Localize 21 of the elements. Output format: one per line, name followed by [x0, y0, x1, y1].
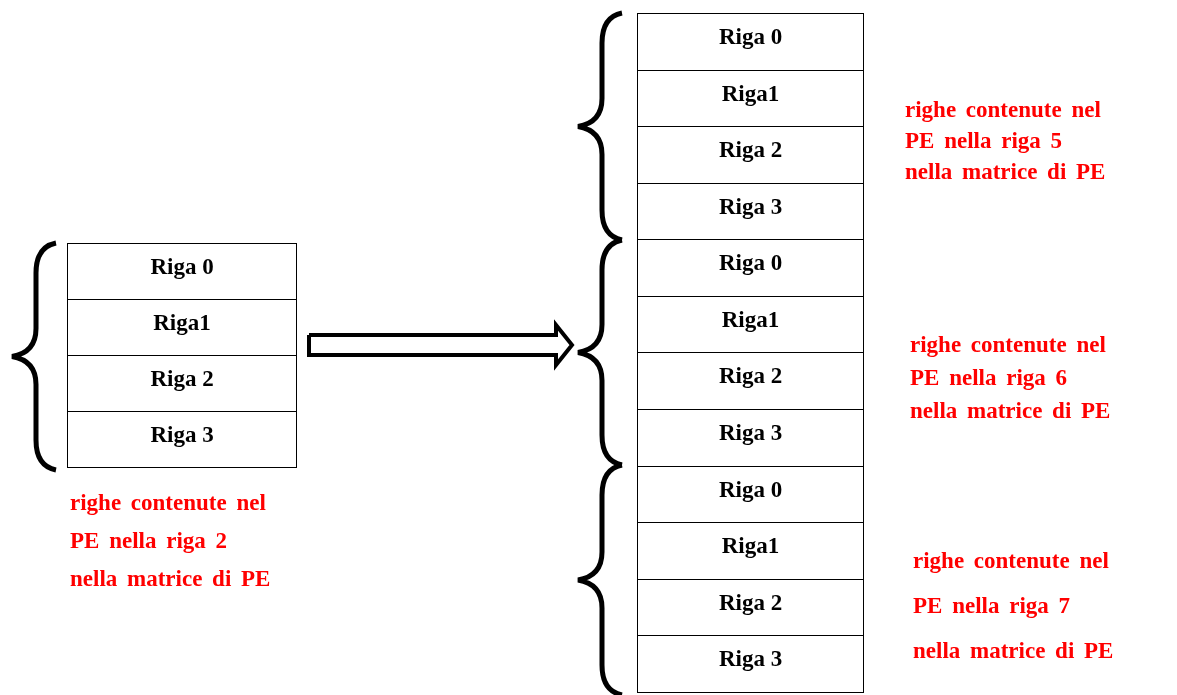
table-row: Riga 3 — [638, 182, 863, 240]
table-row: Riga 0 — [638, 14, 863, 70]
table-row: Riga 2 — [638, 578, 863, 636]
table-row: Riga 3 — [638, 409, 863, 466]
double-arrow — [307, 319, 575, 371]
annotation-text: righe contenute nel PE nella riga 5 nella matrice di PE — [905, 96, 1107, 186]
table-row: Riga 2 — [638, 352, 863, 410]
table-row: Riga 3 — [638, 635, 863, 692]
annotation-text: righe contenute nel PE nella riga 2 nella matrice di PE — [70, 489, 272, 593]
table-row: Riga 0 — [638, 239, 863, 296]
table-row: Riga 0 — [638, 465, 863, 523]
table-row: Riga1 — [638, 295, 863, 353]
table-row: Riga 2 — [68, 355, 296, 411]
annotation-text: righe contenute nel PE nella riga 6 nella matrice di PE — [910, 331, 1112, 425]
table-row: Riga 3 — [68, 411, 296, 467]
table-row: Riga1 — [638, 69, 863, 127]
table-row: Riga 0 — [68, 244, 296, 299]
table-row: Riga1 — [638, 522, 863, 579]
annotation-text: righe contenute nel PE nella riga 7 nella matrice di PE — [913, 547, 1115, 665]
table-row: Riga1 — [68, 299, 296, 355]
table-row: Riga 2 — [638, 126, 863, 183]
